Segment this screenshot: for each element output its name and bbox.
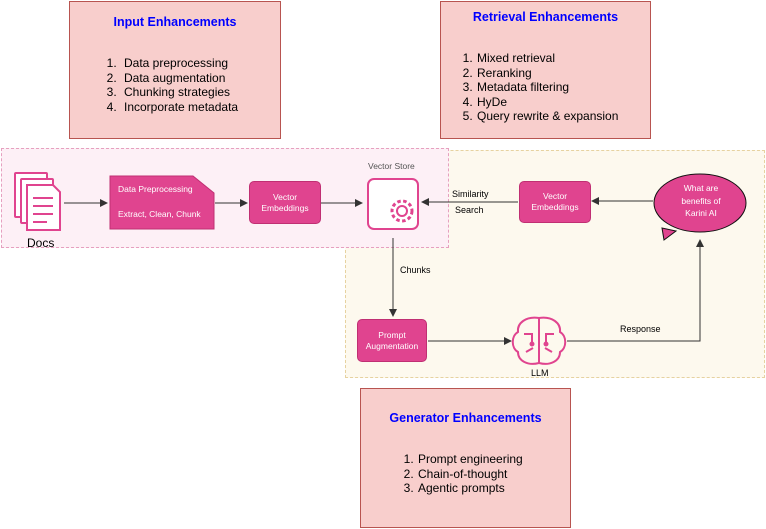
generator-enhancements-title: Generator Enhancements xyxy=(389,411,542,425)
llm-label: LLM xyxy=(531,368,549,378)
llm-brain-icon xyxy=(511,316,567,365)
list-item: Chain-of-thought xyxy=(417,467,523,482)
flow-arrows xyxy=(64,197,704,345)
query-bubble-text: What are benefits of Karini AI xyxy=(681,183,721,218)
list-item: Reranking xyxy=(476,66,618,81)
list-item: Prompt engineering xyxy=(417,452,523,467)
list-item: Agentic prompts xyxy=(417,481,523,496)
input-enhancements-title: Input Enhancements xyxy=(113,15,237,29)
input-enhancements-box: Input Enhancements Data preprocessing Da… xyxy=(69,1,281,139)
vector-embeddings-left: Vector Embeddings xyxy=(249,181,321,224)
retrieval-enhancements-title: Retrieval Enhancements xyxy=(472,10,619,24)
retrieval-enhancements-box: Retrieval Enhancements Mixed retrieval R… xyxy=(440,1,651,139)
similarity-label: Similarity xyxy=(452,189,489,199)
list-item: Metadata filtering xyxy=(476,80,618,95)
vector-embeddings-right: Vector Embeddings xyxy=(519,181,591,223)
vector-store-label: Vector Store xyxy=(368,161,415,171)
prompt-augmentation-box: Prompt Augmentation xyxy=(357,319,427,362)
vector-embeddings-left-label: Vector Embeddings xyxy=(261,191,309,213)
chunks-label: Chunks xyxy=(400,265,431,275)
retrieval-enhancements-list: Mixed retrieval Reranking Metadata filte… xyxy=(454,51,618,124)
generator-enhancements-list: Prompt engineering Chain-of-thought Agen… xyxy=(395,452,523,496)
list-item: HyDe xyxy=(476,95,618,110)
response-label: Response xyxy=(620,324,661,334)
query-bubble-icon xyxy=(653,173,747,241)
list-item: Query rewrite & expansion xyxy=(476,109,618,124)
list-item: Data augmentation xyxy=(120,71,238,86)
generator-enhancements-box: Generator Enhancements Prompt engineerin… xyxy=(360,388,571,528)
list-item: Chunking strategies xyxy=(120,85,238,100)
vector-embeddings-right-label: Vector Embeddings xyxy=(531,191,579,212)
data-preprocessing-subtitle: Extract, Clean, Chunk xyxy=(118,209,201,219)
data-preprocessing-title: Data Preprocessing xyxy=(118,184,193,194)
search-label: Search xyxy=(455,205,484,215)
list-item: Data preprocessing xyxy=(120,56,238,71)
vector-store-icon xyxy=(367,178,419,230)
prompt-augmentation-label: Prompt Augmentation xyxy=(365,329,419,351)
list-item: Mixed retrieval xyxy=(476,51,618,66)
docs-icon xyxy=(14,172,61,231)
input-enhancements-list: Data preprocessing Data augmentation Chu… xyxy=(94,56,238,114)
list-item: Incorporate metadata xyxy=(120,100,238,115)
docs-label: Docs xyxy=(27,236,55,250)
